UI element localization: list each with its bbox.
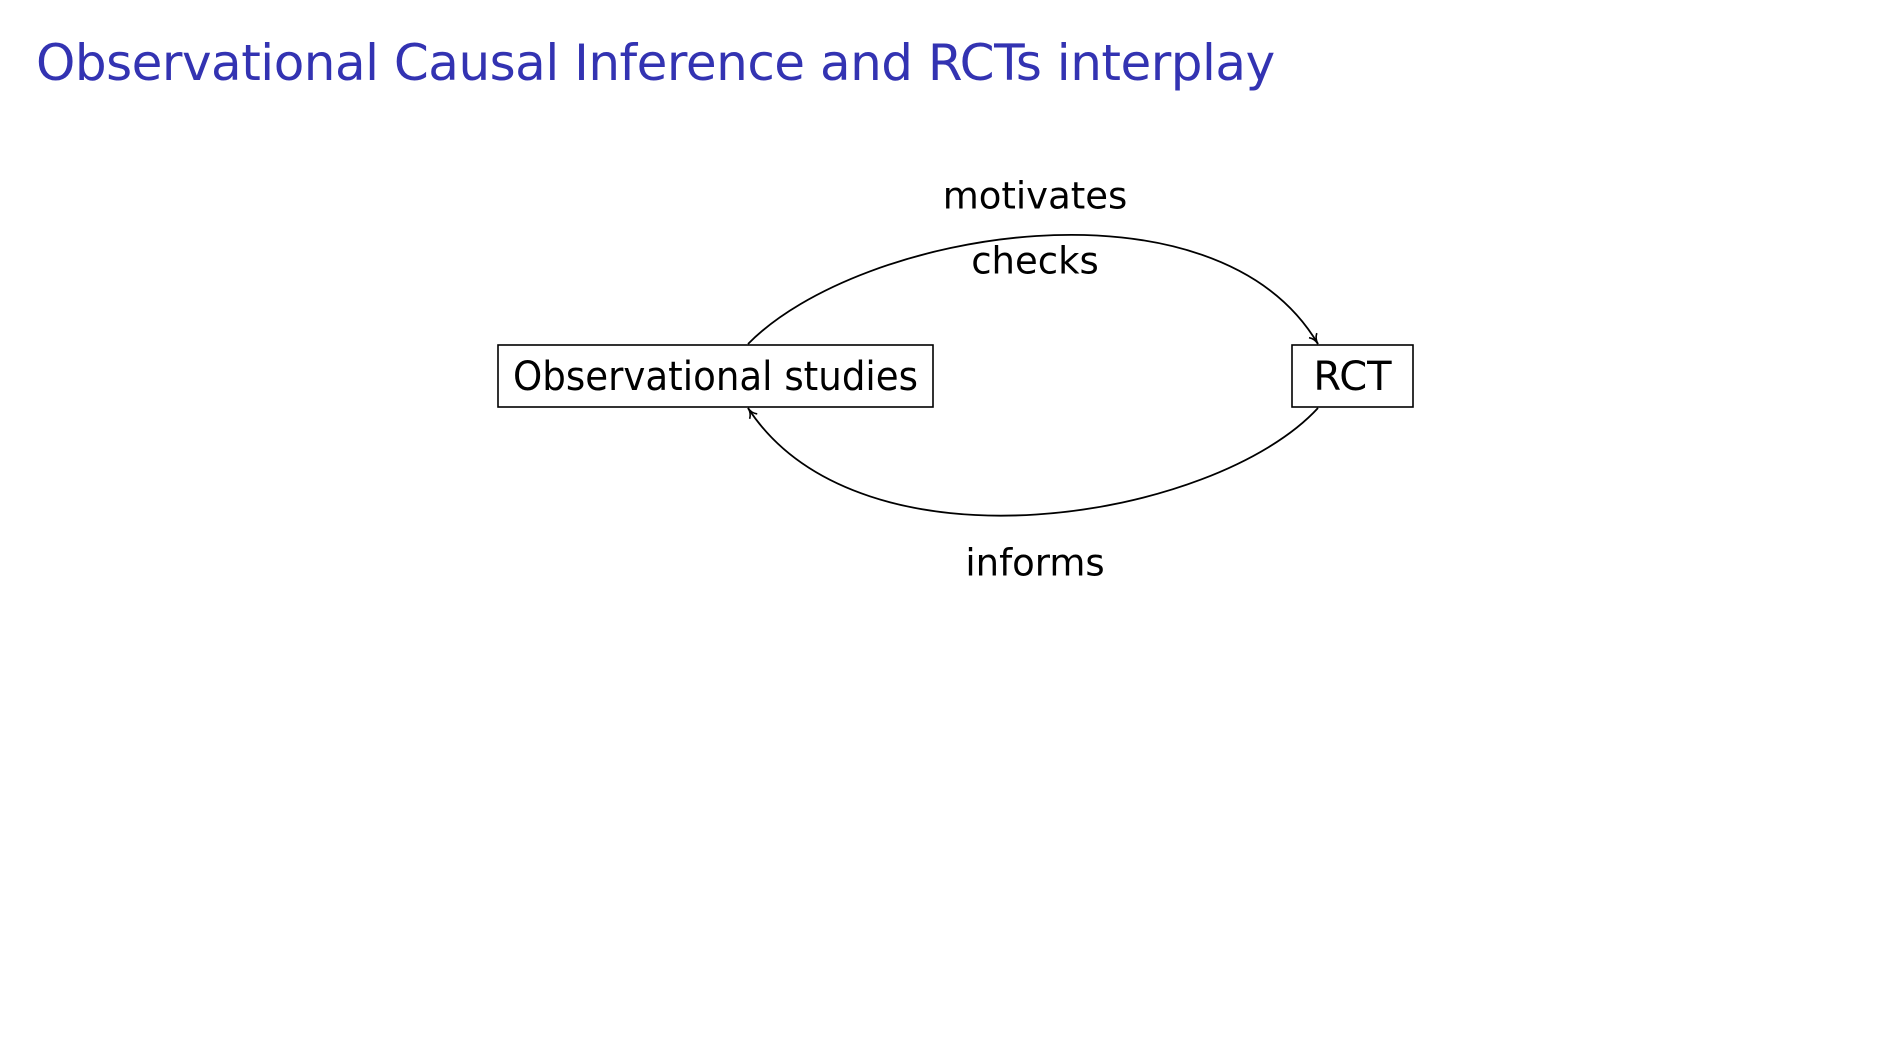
node-rct: RCT — [1291, 344, 1414, 408]
node-observational-box — [497, 344, 934, 408]
edge-motivates-checks — [747, 233, 1319, 345]
edge-informs — [747, 407, 1319, 517]
slide-title: Observational Causal Inference and RCTs … — [36, 34, 1275, 92]
node-observational-label: Observational studies — [513, 354, 918, 400]
node-observational-studies: Observational studies — [497, 344, 934, 408]
node-rct-label: RCT — [1313, 354, 1392, 400]
edge-label-informs: informs — [965, 542, 1104, 585]
edge-label-checks: checks — [971, 240, 1099, 283]
node-rct-box — [1291, 344, 1414, 408]
edge-label-motivates: motivates — [943, 175, 1128, 218]
